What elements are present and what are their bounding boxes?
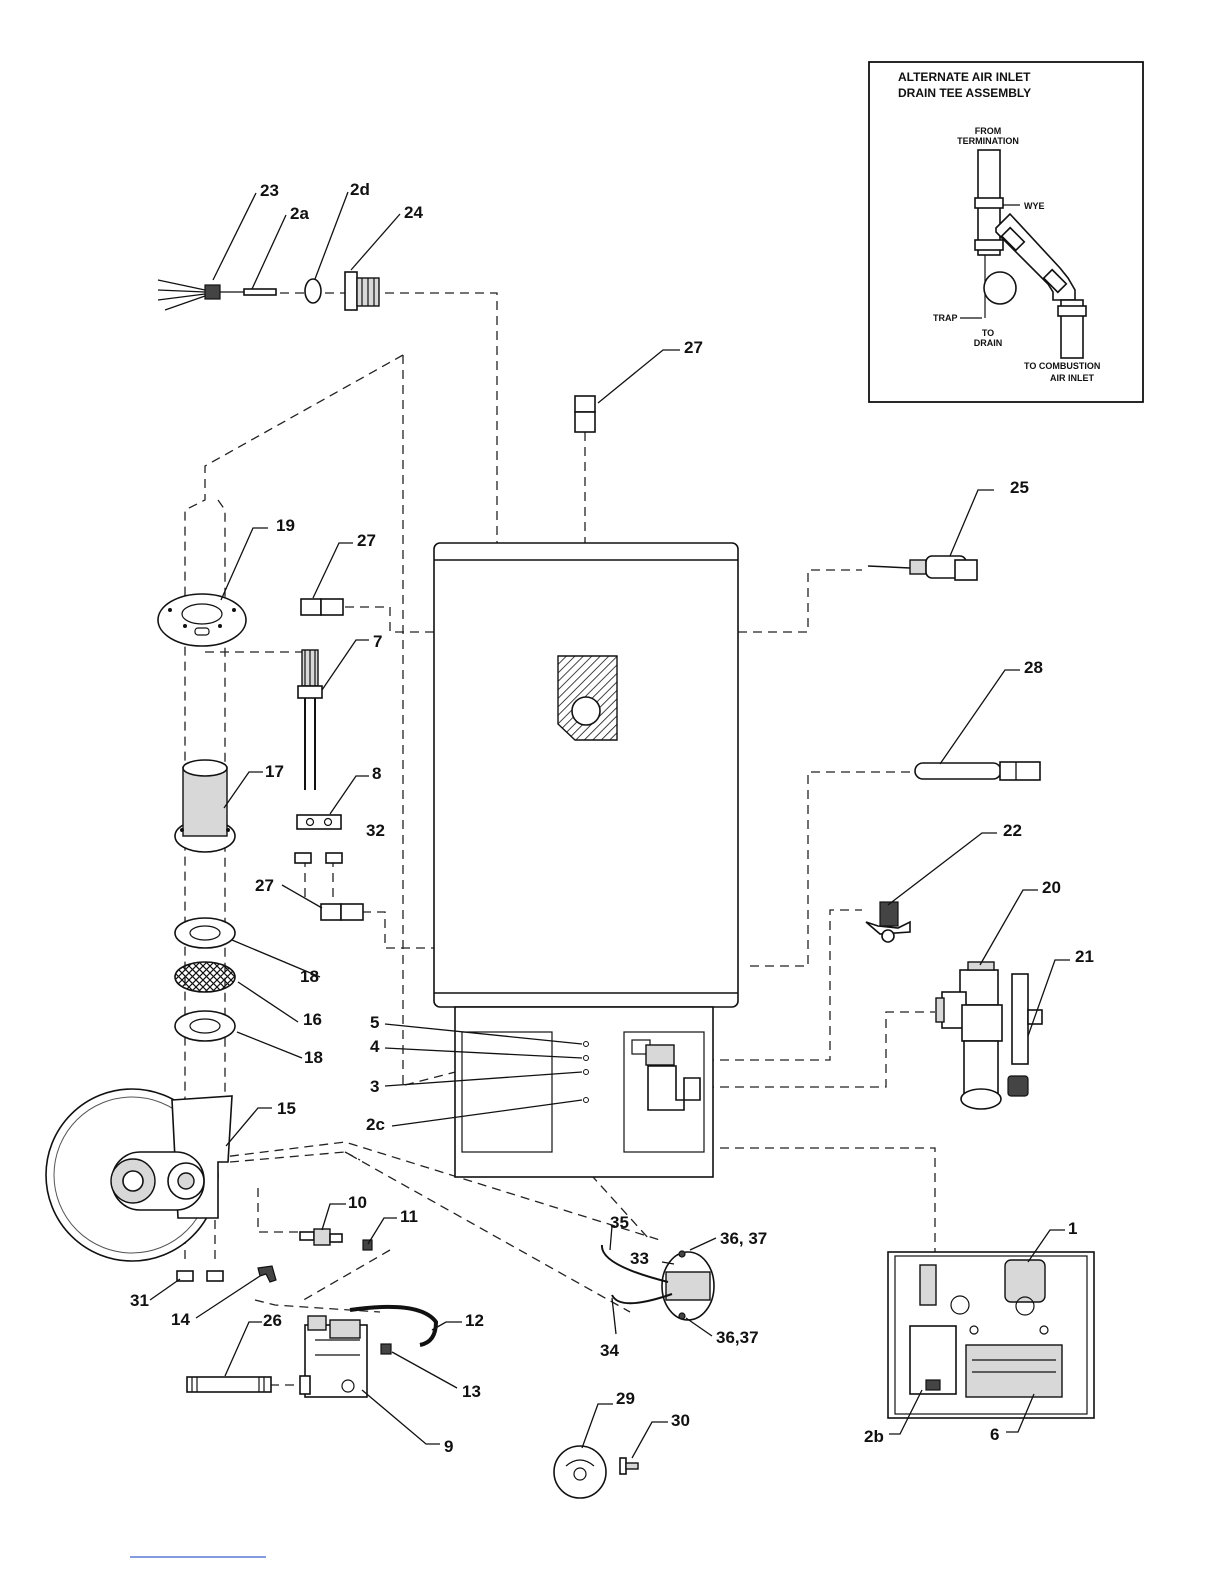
part-19-flange-gasket (158, 594, 246, 646)
part-2d-o-ring (305, 279, 321, 303)
callout-2d: 2d (350, 180, 370, 199)
callout-12: 12 (465, 1311, 484, 1330)
callout-35: 35 (610, 1213, 629, 1232)
callout-1: 1 (1068, 1219, 1077, 1238)
callout-24: 24 (404, 203, 423, 222)
part-9-gas-valve (300, 1316, 367, 1397)
part-16-burner-screen (175, 962, 235, 992)
inset-combustion-label: TO COMBUSTION (1024, 361, 1100, 371)
water-heater-tank (434, 543, 738, 1007)
inset-trap-label: TRAP (933, 313, 958, 323)
callout-7: 7 (373, 632, 382, 651)
part-27-fitting-top (575, 396, 595, 432)
part-32-nut-left (295, 853, 311, 863)
inset-to-label: TO (982, 328, 994, 338)
callout-19: 19 (276, 516, 295, 535)
inset-termination-label: TERMINATION (957, 136, 1019, 146)
tank-base-enclosure (455, 1007, 713, 1177)
callout-9: 9 (444, 1437, 453, 1456)
callout-27-lower: 27 (255, 876, 274, 895)
inset-from-label: FROM (975, 126, 1002, 136)
part-18-gasket-lower (175, 1011, 235, 1041)
inset-drain-label: DRAIN (974, 338, 1003, 348)
callout-26: 26 (263, 1311, 282, 1330)
part-33-igniter (602, 1245, 714, 1320)
callout-3: 3 (370, 1077, 379, 1096)
part-23-harness (158, 280, 276, 310)
part-31-nut-right (207, 1271, 223, 1281)
part-8-bracket (297, 815, 341, 829)
condensate-fitting (646, 1045, 674, 1065)
part-32-nut-right (326, 853, 342, 863)
part-27-fitting-left (301, 599, 343, 615)
callout-27-left: 27 (357, 531, 376, 550)
part-21-tee (1008, 974, 1042, 1096)
part-11-screw (363, 1240, 372, 1250)
part-22-drain-valve (866, 902, 910, 942)
part-20-tee (936, 962, 1002, 1109)
callout-28: 28 (1024, 658, 1043, 677)
part-28-anode (915, 762, 1040, 780)
inset-drain-tee-assembly: ALTERNATE AIR INLET DRAIN TEE ASSEMBLY F… (869, 62, 1143, 402)
callout-30: 30 (671, 1411, 690, 1430)
callout-29: 29 (616, 1389, 635, 1408)
callout-10: 10 (348, 1193, 367, 1212)
callout-5: 5 (370, 1013, 379, 1032)
part-10-orifice (300, 1229, 342, 1245)
callout-21: 21 (1075, 947, 1094, 966)
callout-6: 6 (990, 1425, 999, 1444)
callout-2b: 2b (864, 1427, 884, 1446)
callout-27-top: 27 (684, 338, 703, 357)
callout-23: 23 (260, 181, 279, 200)
inset-air-inlet-label: AIR INLET (1050, 373, 1095, 383)
part-13-fitting (381, 1344, 391, 1354)
inset-title-line2: DRAIN TEE ASSEMBLY (898, 86, 1031, 100)
inset-title-line1: ALTERNATE AIR INLET (898, 70, 1031, 84)
callout-22: 22 (1003, 821, 1022, 840)
part-27-fitting-lower (321, 904, 363, 920)
callout-14: 14 (171, 1310, 190, 1329)
inset-wye-label: WYE (1024, 201, 1045, 211)
part-14-elbow (258, 1266, 276, 1282)
part-1-control-panel (888, 1252, 1094, 1418)
callout-25: 25 (1010, 478, 1029, 497)
callout-16: 16 (303, 1010, 322, 1029)
callout-36-37-bottom: 36,37 (716, 1328, 759, 1347)
part-24-bushing (345, 272, 379, 310)
callout-32: 32 (366, 821, 385, 840)
callout-36-37-top: 36, 37 (720, 1229, 767, 1248)
callout-33: 33 (630, 1249, 649, 1268)
part-18-gasket-upper (175, 918, 235, 948)
part-26-pipe-nipple (187, 1377, 271, 1392)
part-7-sensor (298, 650, 322, 790)
callout-2c: 2c (366, 1115, 385, 1134)
part-29-cover (554, 1446, 606, 1498)
callout-15: 15 (277, 1099, 296, 1118)
callout-20: 20 (1042, 878, 1061, 897)
access-port (572, 697, 600, 725)
callout-13: 13 (462, 1382, 481, 1401)
part-30-screw (620, 1458, 638, 1474)
callout-8: 8 (372, 764, 381, 783)
callout-2a: 2a (290, 204, 309, 223)
part-25-relief-valve (868, 556, 977, 580)
part-15-blower (46, 1089, 232, 1261)
callout-17: 17 (265, 762, 284, 781)
callout-31: 31 (130, 1291, 149, 1310)
callout-18-upper: 18 (300, 967, 319, 986)
callout-18-lower: 18 (304, 1048, 323, 1067)
callout-4: 4 (370, 1037, 380, 1056)
callout-34: 34 (600, 1341, 619, 1360)
callout-11: 11 (400, 1207, 418, 1226)
